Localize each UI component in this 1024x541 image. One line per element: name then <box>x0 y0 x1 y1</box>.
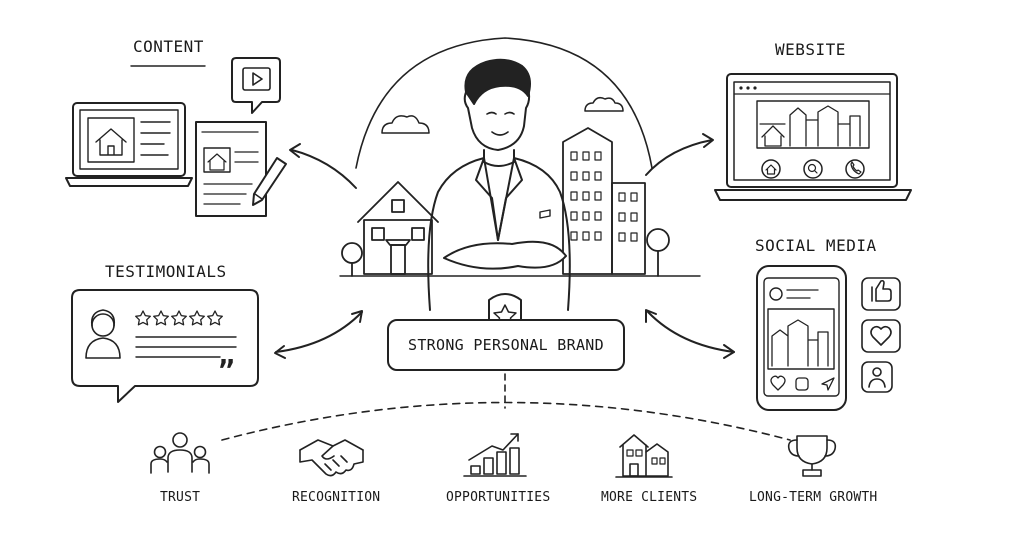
handshake-icon <box>299 439 364 477</box>
top-arc <box>355 37 653 169</box>
content-heading: CONTENT <box>133 37 204 56</box>
outcome-trust: TRUST <box>160 490 201 505</box>
office-buildings-illustration <box>562 127 670 277</box>
review-text-lines <box>135 336 237 358</box>
laptop-icon <box>714 73 912 201</box>
home-icon <box>761 159 781 179</box>
people-icon <box>150 432 210 474</box>
website-heading: WEBSITE <box>775 40 846 59</box>
house-icon <box>615 434 673 478</box>
arrow-center-to-website <box>645 133 714 176</box>
avatar-icon <box>85 309 121 359</box>
laptop-icon <box>65 102 193 187</box>
person-illustration <box>427 58 571 311</box>
outcome-long-term-growth: LONG-TERM GROWTH <box>749 490 878 505</box>
thumbs-up-icon <box>861 277 901 311</box>
strong-personal-brand-box: STRONG PERSONAL BRAND <box>387 319 625 371</box>
outcome-opportunities: OPPORTUNITIES <box>446 490 551 505</box>
pencil-icon <box>252 157 287 206</box>
cloud-icon <box>381 115 430 134</box>
profile-icon <box>861 361 893 393</box>
arrow-testimonials-center <box>274 310 363 359</box>
growth-chart-icon <box>463 433 527 477</box>
testimonials-heading: TESTIMONIALS <box>105 262 227 281</box>
arrow-center-to-content <box>289 143 357 189</box>
trophy-icon <box>787 435 837 477</box>
search-icon <box>803 159 823 179</box>
smartphone-icon <box>756 265 847 411</box>
outcome-recognition: RECOGNITION <box>292 490 381 505</box>
cloud-icon <box>584 96 624 112</box>
outcomes-dashed-arc <box>221 401 791 441</box>
social-media-heading: SOCIAL MEDIA <box>755 236 877 255</box>
strong-personal-brand-label: STRONG PERSONAL BRAND <box>408 336 604 354</box>
speech-bubble-icon <box>71 289 259 403</box>
house-illustration <box>339 181 701 277</box>
star-icon <box>135 310 223 326</box>
quote-mark: ” <box>218 354 235 387</box>
arrow-social-center <box>645 309 735 359</box>
video-play-icon <box>231 57 281 114</box>
outcome-more-clients: MORE CLIENTS <box>601 490 698 505</box>
heart-icon <box>861 319 901 353</box>
phone-icon <box>845 159 865 179</box>
